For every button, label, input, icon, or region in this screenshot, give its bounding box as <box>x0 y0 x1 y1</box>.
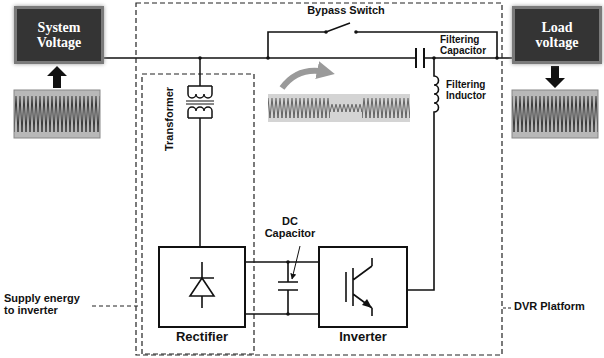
source-waveform <box>14 90 100 138</box>
region-label: DVR Platform <box>514 301 600 313</box>
sag-waveform <box>330 94 362 122</box>
junction-dot <box>286 260 290 264</box>
sag-waveform <box>362 94 410 122</box>
box-label: Rectifier <box>150 329 254 344</box>
capacitor-plate <box>415 48 417 68</box>
junction-dot <box>286 312 290 316</box>
junction-dot <box>432 56 436 60</box>
bypass-wire <box>268 23 350 58</box>
region-label: Supply energy to inverter <box>4 293 90 317</box>
rectifier-box: Rectifier <box>158 246 246 328</box>
capacitor-plate <box>423 48 425 68</box>
transformer-core <box>186 104 214 105</box>
compensation-arrow <box>282 71 326 88</box>
voltage-box: Load voltage <box>512 6 602 64</box>
voltage-box: System Voltage <box>14 6 104 64</box>
junction-dot <box>198 56 202 60</box>
part-label: Bypass Switch <box>304 5 388 17</box>
capacitor-gap <box>416 54 424 62</box>
leader-line <box>503 308 511 309</box>
up-arrow <box>47 66 67 88</box>
transformer-core <box>186 101 214 102</box>
leader-arrow <box>292 246 300 279</box>
box-label: System Voltage <box>17 18 101 53</box>
switch-contact <box>324 30 328 34</box>
leader-line <box>92 306 141 307</box>
inductor-wire <box>408 58 439 290</box>
wire-connector <box>104 57 512 59</box>
supply-outline <box>142 74 254 354</box>
part-label: Filtering Capacitor <box>440 35 494 57</box>
box-label: Inverter <box>310 329 416 344</box>
switch-contact <box>354 30 358 34</box>
inverter-box: Inverter <box>318 246 408 328</box>
igbt-arrow <box>362 299 372 308</box>
part-label: DC Capacitor <box>262 216 318 240</box>
load-waveform <box>512 90 598 138</box>
wire-connector <box>246 261 318 263</box>
junction-dot <box>495 56 499 60</box>
dc-capacitor <box>278 262 298 314</box>
diode-symbol <box>190 278 214 296</box>
junction-dot <box>266 56 270 60</box>
part-label: Transformer <box>164 79 176 159</box>
transformer-secondary <box>188 107 212 246</box>
sag-waveform <box>268 94 330 122</box>
box-label: Load voltage <box>515 18 599 53</box>
connector-group <box>104 58 512 262</box>
transformer-primary <box>188 58 212 98</box>
bypass-wire <box>356 32 497 58</box>
diode-symbol <box>190 262 214 308</box>
down-arrow <box>545 66 565 88</box>
part-label: Filtering Inductor <box>446 80 498 102</box>
igbt-symbol <box>346 258 372 316</box>
dvr-platform-outline <box>136 3 502 355</box>
dc-bus <box>246 313 318 315</box>
